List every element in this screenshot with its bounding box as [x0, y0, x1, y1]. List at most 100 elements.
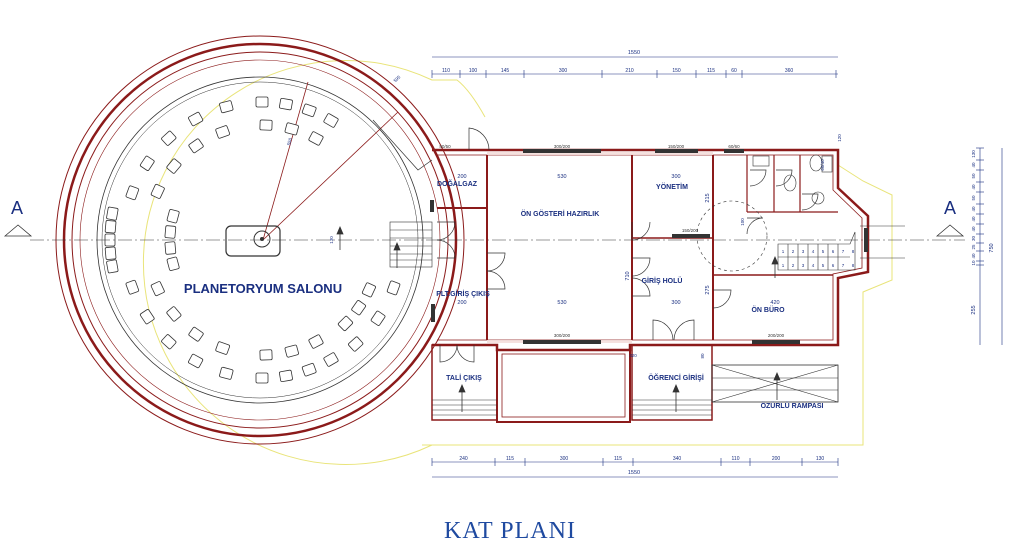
- seat: [164, 225, 177, 239]
- dim-130: 130: [329, 236, 334, 244]
- seat: [284, 122, 299, 136]
- dim-right-total: 750: [989, 243, 995, 252]
- stair-number: 4: [812, 263, 815, 268]
- site-outline: [142, 60, 893, 465]
- seat: [125, 279, 140, 295]
- dimension-lines: [432, 56, 1003, 478]
- dim-530b: 530: [557, 300, 566, 306]
- room-ramp: ÖZÜRLÜ RAMPASI: [761, 401, 824, 410]
- room-dogalgaz: DOĞALGAZ: [437, 179, 478, 188]
- seat: [308, 334, 324, 349]
- seat: [259, 119, 273, 131]
- wall-hatch: [487, 152, 713, 343]
- seat: [308, 131, 324, 146]
- seat: [386, 280, 401, 296]
- dim-right-chain-value: 25: [971, 244, 976, 250]
- dim-window-top-1: 300/200: [554, 144, 571, 149]
- dim-radius: 595: [393, 74, 402, 83]
- dim-right-chain-value: 50: [971, 173, 976, 179]
- dim-100: 100: [740, 218, 745, 226]
- stair-number: 5: [822, 263, 825, 268]
- seat: [188, 138, 204, 154]
- dim-right-chain-value: 40: [971, 162, 976, 168]
- right-dimension-ticks: [976, 147, 984, 266]
- seat: [150, 183, 165, 199]
- dim-300b: 300: [671, 300, 680, 306]
- seat: [301, 362, 317, 377]
- seat: [351, 300, 367, 316]
- stair-number: 2: [792, 263, 795, 268]
- dim-top-chain-value: 60: [731, 68, 737, 74]
- dim-320: 320: [629, 353, 637, 358]
- seat: [255, 372, 269, 384]
- seat: [219, 366, 234, 380]
- dim-right-chain-value: 30: [971, 236, 976, 242]
- svg-text:A: A: [944, 198, 956, 218]
- right-axis-lines: [860, 225, 905, 259]
- seat: [139, 155, 155, 171]
- dim-bottom-chain-value: 300: [560, 456, 569, 462]
- dim-window-inner: 150/200: [682, 228, 699, 233]
- dim-550: 550: [286, 137, 293, 146]
- dim-top-chain-value: 145: [501, 68, 510, 74]
- room-entry-hall: GİRİŞ HOLÜ: [642, 276, 683, 285]
- dim-right-chain-value: 50: [971, 195, 976, 201]
- section-marker-left: A: [3, 198, 33, 237]
- dim-215: 215: [705, 193, 711, 202]
- seat: [125, 185, 140, 201]
- room-planetarium: PLANETORYUM SALONU: [184, 281, 342, 296]
- dim-top-chain-value: 210: [625, 68, 634, 74]
- seat: [104, 246, 117, 260]
- dim-window-top-0: 80/50: [439, 144, 451, 149]
- seat: [361, 282, 376, 298]
- dim-window-bot-2: 200/200: [768, 333, 785, 338]
- stair-number: 6: [832, 263, 835, 268]
- seat: [348, 336, 364, 352]
- seat: [255, 96, 269, 108]
- dim-right-chain-value: 40: [971, 226, 976, 232]
- stair-number: 5: [822, 249, 825, 254]
- stair-number: 3: [802, 263, 805, 268]
- seat: [337, 315, 353, 331]
- dim-bottom-chain-value: 130: [816, 456, 825, 462]
- seat: [150, 281, 165, 297]
- seat: [215, 125, 230, 139]
- stair-number: 3: [802, 249, 805, 254]
- dim-120: 120: [837, 134, 842, 142]
- dim-200b: 200: [457, 300, 466, 306]
- dim-420: 420: [770, 300, 779, 306]
- room-plt-entry: PLT.GİRİŞ ÇIKIŞ: [436, 290, 490, 298]
- dim-bottom-chain-value: 200: [772, 456, 781, 462]
- dim-top-chain-value: 300: [559, 68, 568, 74]
- dim-right-chain-value: 40: [971, 216, 976, 222]
- stair-number: 6: [832, 249, 835, 254]
- seat: [164, 241, 177, 255]
- seat: [106, 259, 119, 274]
- dim-right-chain-value: 40: [971, 206, 976, 212]
- room-side-exit: TALİ ÇIKIŞ: [446, 374, 482, 382]
- sheet-title: KAT PLANI: [444, 518, 576, 544]
- stair-number: 2: [792, 249, 795, 254]
- stair-number: 8: [852, 249, 855, 254]
- seat: [215, 341, 230, 355]
- bottom-dimension-ticks: [431, 458, 839, 466]
- seat: [104, 220, 117, 234]
- room-student-entry: ÖĞRENCİ GİRİŞİ: [648, 373, 704, 382]
- seat: [323, 113, 339, 128]
- dim-top-total: 1550: [628, 50, 640, 56]
- seat: [323, 352, 339, 367]
- seat: [166, 209, 180, 224]
- stair-number: 4: [812, 249, 815, 254]
- dim-bottom-chain-value: 340: [673, 456, 682, 462]
- section-marker-right: A: [935, 198, 965, 237]
- seat: [301, 103, 317, 118]
- wc-fixtures: [752, 154, 833, 205]
- dim-top-chain-value: 150: [672, 68, 681, 74]
- seat: [166, 158, 182, 174]
- dim-top-chain-value: 115: [707, 68, 715, 74]
- dim-275: 275: [705, 285, 711, 294]
